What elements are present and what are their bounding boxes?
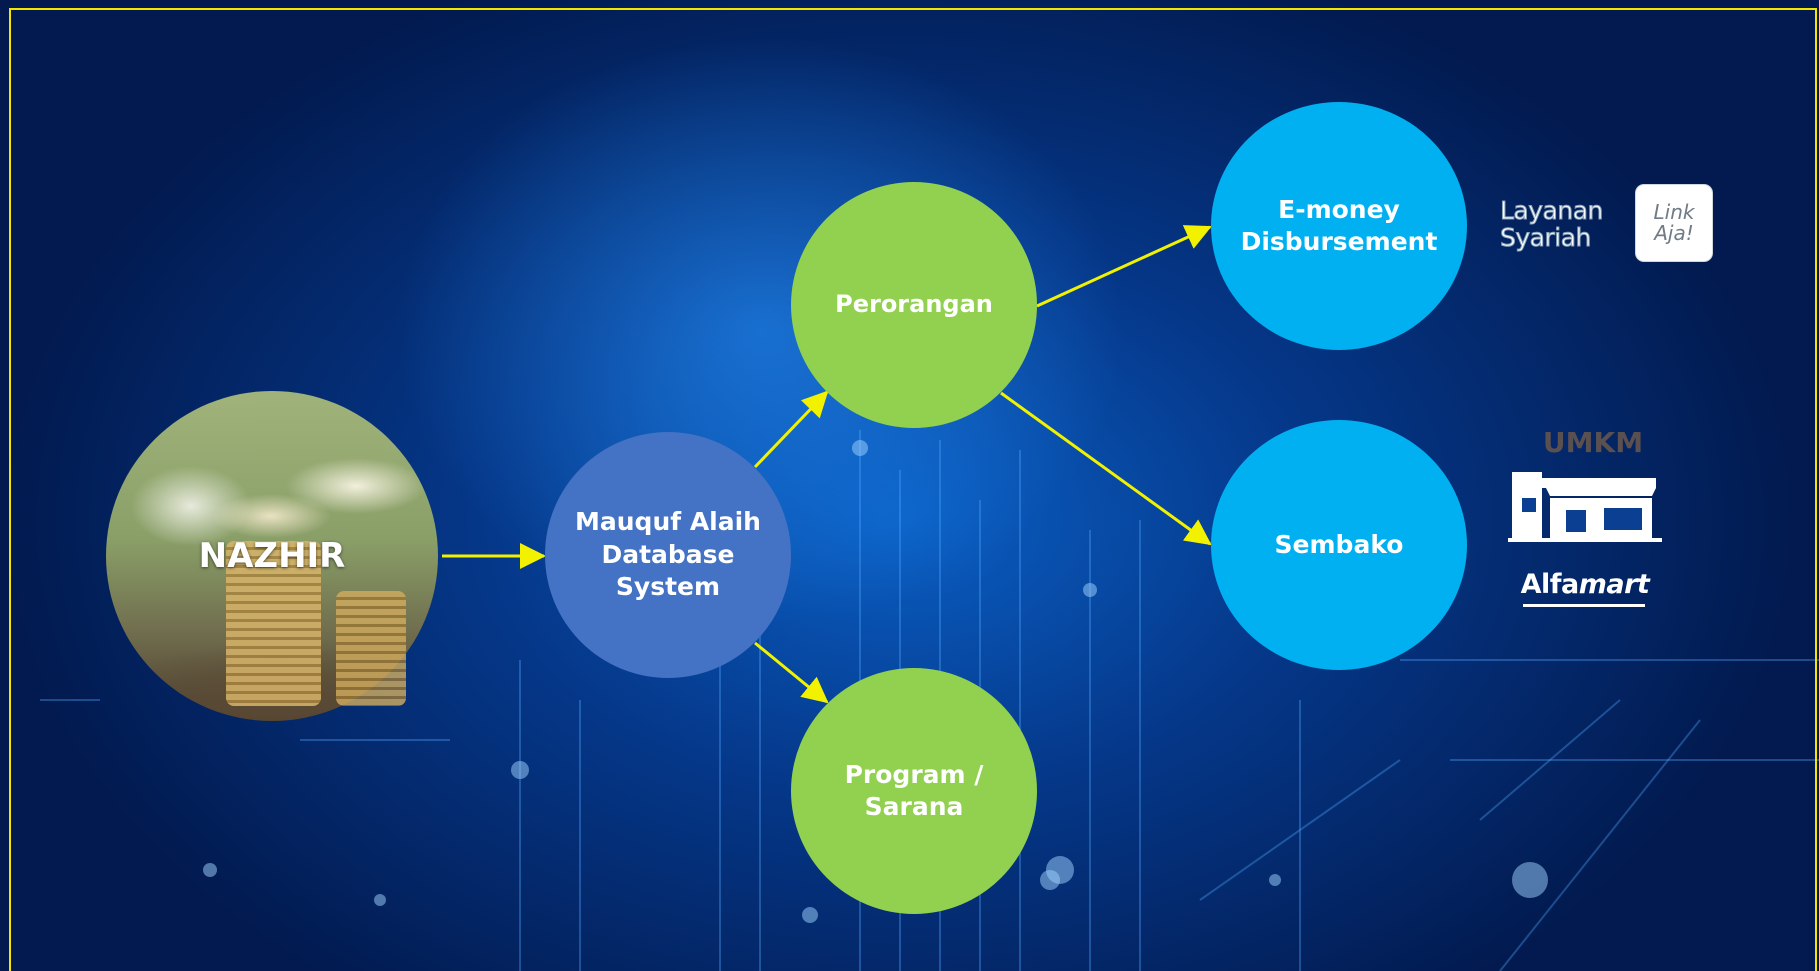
program-sarana-node: Program / Sarana (791, 668, 1037, 914)
arrow-perorangan-to-sembako (1000, 391, 1212, 546)
nazhir-node: NAZHIR (106, 391, 438, 721)
alfamart-underline (1523, 604, 1645, 607)
store-icon (1508, 472, 1662, 542)
layanan-syariah-text: Layanan Syariah (1500, 196, 1604, 252)
alfamart-bold-text: Alfa (1520, 569, 1580, 600)
perorangan-node: Perorangan (791, 182, 1037, 428)
linkaja-text: Link Aja! (1653, 200, 1695, 245)
alfamart-italic-text: mart (1578, 569, 1650, 600)
umkm-label: UMKM (1542, 426, 1644, 459)
perorangan-label: Perorangan (835, 290, 993, 319)
program-sarana-label: Program / Sarana (844, 759, 984, 822)
sembako-label: Sembako (1274, 529, 1404, 559)
mauquf-alaih-label: Mauquf Alaih Database System (575, 507, 761, 602)
layanan-syariah-logo: Layanan Syariah (1500, 196, 1604, 252)
linkaja-logo: Link Aja! (1636, 185, 1712, 261)
nazhir-label: NAZHIR (198, 535, 346, 576)
emoney-node: E-money Disbursement (1211, 102, 1467, 350)
coin-stack-image (226, 541, 321, 706)
arrow-mauquf-to-program (754, 641, 829, 704)
arrow-perorangan-to-emoney (1036, 225, 1212, 308)
mauquf-alaih-node: Mauquf Alaih Database System (545, 432, 791, 678)
coin-stack-image (336, 591, 406, 706)
arrow-mauquf-to-perorangan (753, 390, 829, 469)
emoney-label: E-money Disbursement (1240, 194, 1438, 257)
sembako-node: Sembako (1211, 420, 1467, 670)
alfamart-logo: Alfamart (1520, 569, 1650, 600)
